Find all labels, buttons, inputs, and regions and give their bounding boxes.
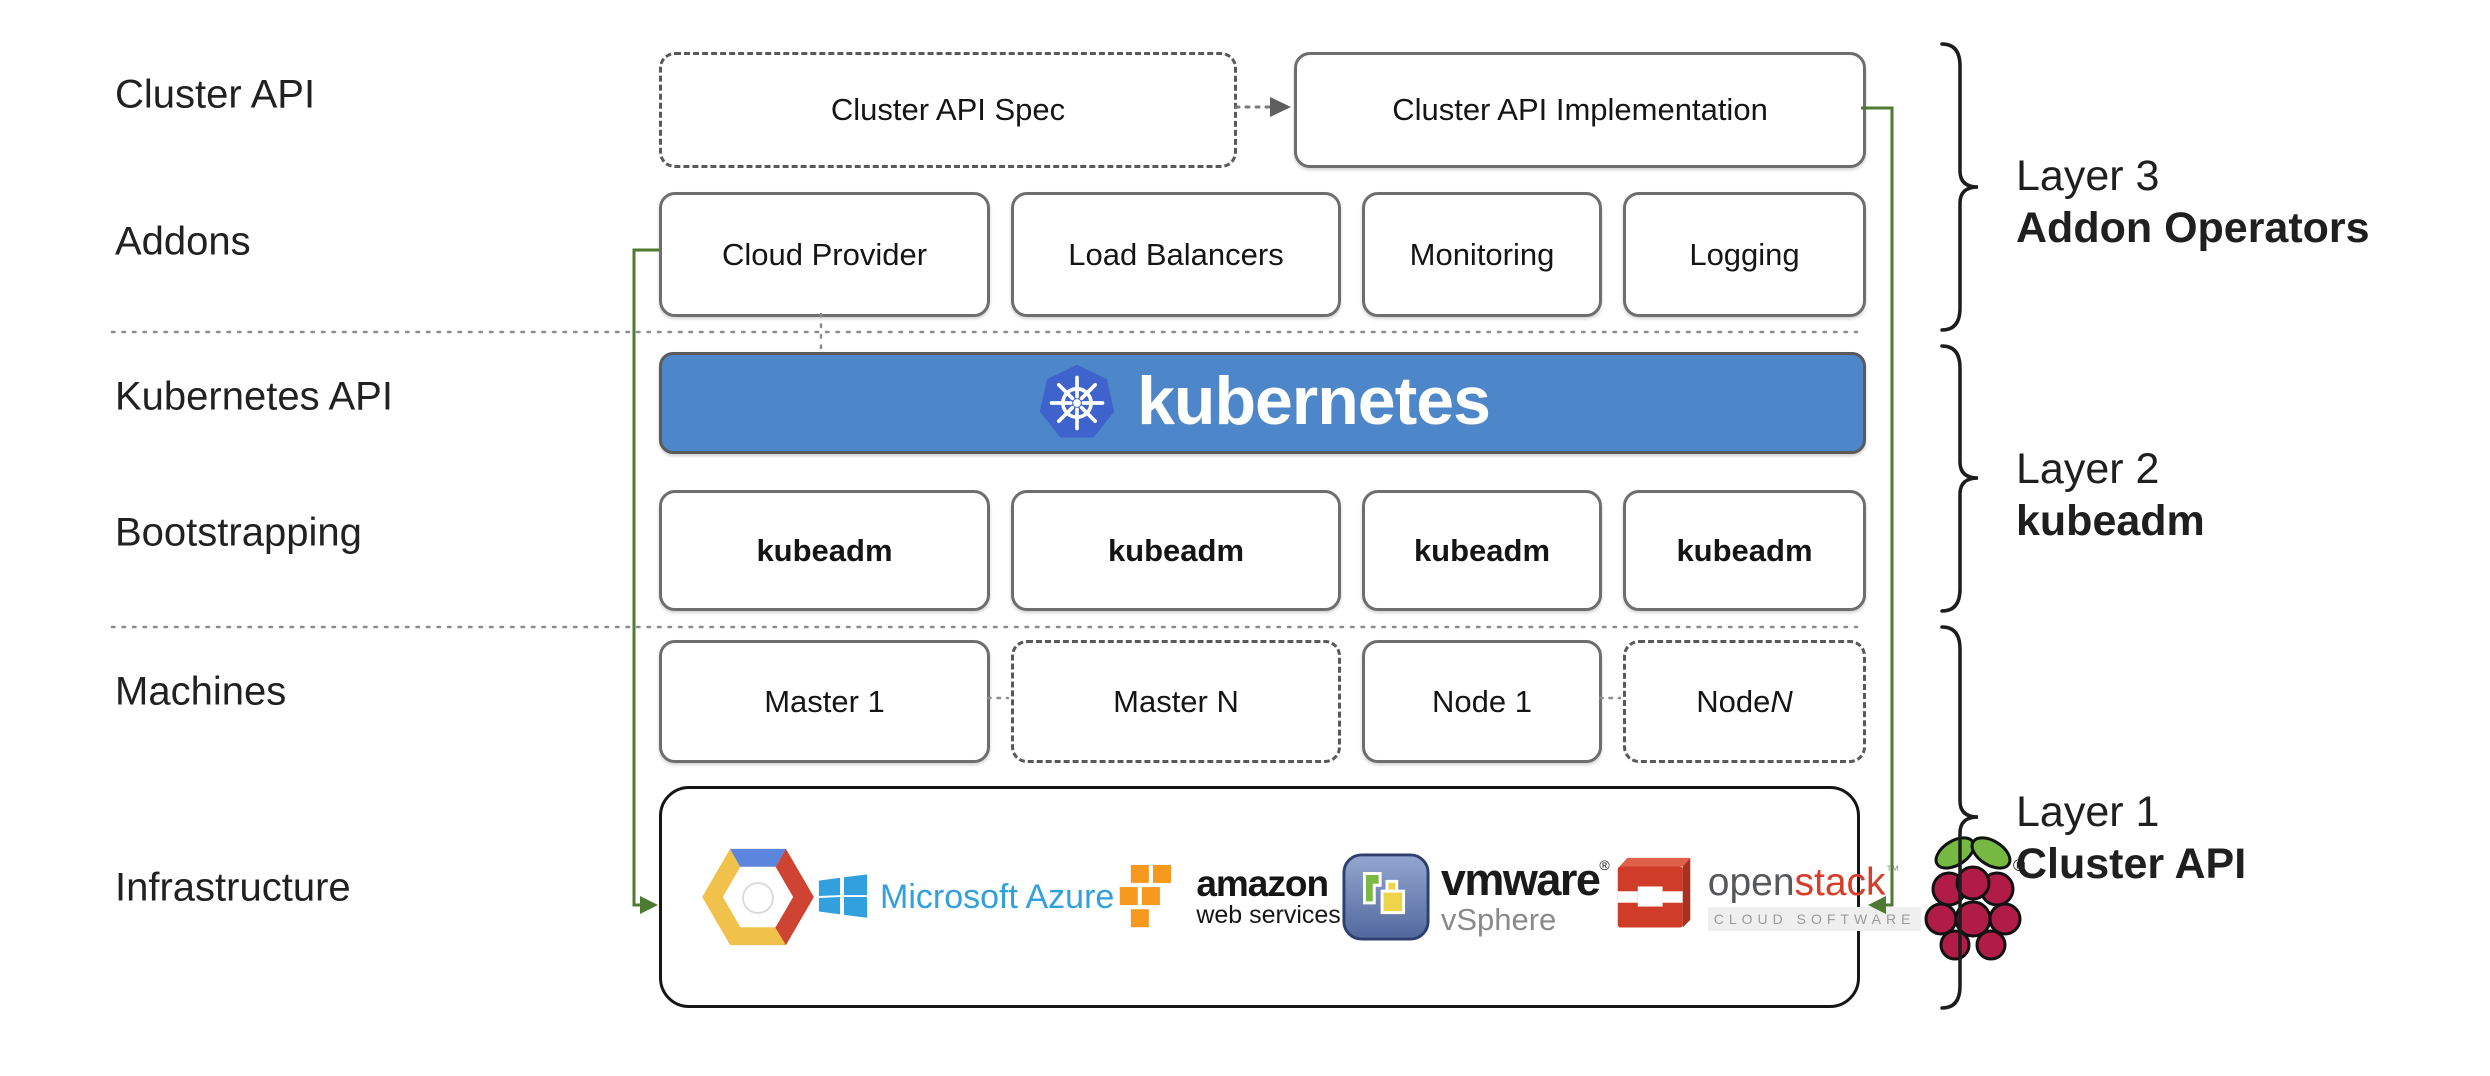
kubeadm-box-2: kubeadm <box>1011 490 1341 611</box>
kubeadm-box-3: kubeadm <box>1362 490 1602 611</box>
raspberry-pi-logo: ® <box>1921 827 2025 967</box>
layer-2-subtitle: kubeadm <box>2016 497 2205 546</box>
layer-1-label: Layer 1 Cluster API <box>2016 786 2246 891</box>
aws-subtext: web services <box>1196 900 1341 929</box>
layer-1-subtitle: Cluster API <box>2016 840 2247 889</box>
microsoft-azure-logo: Microsoft Azure <box>816 870 1114 924</box>
vmware-vsphere-logo: vmware® vSphere <box>1341 852 1610 942</box>
google-cloud-hexagon-icon <box>702 848 814 946</box>
aws-cubes-icon <box>1117 862 1174 930</box>
addon-box-cloud-provider: Cloud Provider <box>659 192 990 317</box>
layer-3-brace <box>1940 42 1979 332</box>
kubernetes-wordmark: kubernetes <box>1137 363 1491 439</box>
openstack-wordmark-stack: stack <box>1794 861 1886 904</box>
addon-box-monitoring: Monitoring <box>1362 192 1602 317</box>
machine-box-node-n: Node N <box>1623 640 1866 763</box>
aws-wordmark: amazon <box>1196 862 1329 904</box>
row-label-infrastructure: Infrastructure <box>115 865 351 910</box>
kubeadm-box-4: kubeadm <box>1623 490 1866 611</box>
row-label-bootstrapping: Bootstrapping <box>115 510 362 555</box>
machine-label: Node 1 <box>1432 683 1532 719</box>
azure-wordmark: Microsoft Azure <box>880 877 1115 916</box>
machine-label: Master 1 <box>764 683 885 719</box>
layer-3-subtitle: Addon Operators <box>2016 204 2370 253</box>
machine-label: Node <box>1696 683 1771 719</box>
cloud-provider-to-infrastructure-line <box>632 248 659 907</box>
raspberry-pi-reg-mark: ® <box>2013 856 2025 875</box>
layer-3-title: Layer 3 <box>2016 152 2160 200</box>
layer-2-title: Layer 2 <box>2016 445 2160 493</box>
kubernetes-logo-icon <box>1039 364 1115 438</box>
aws-logo: amazon web services <box>1114 860 1341 934</box>
row-label-machines: Machines <box>115 669 287 714</box>
addon-box-load-balancers: Load Balancers <box>1011 192 1341 317</box>
row-label-cluster-api: Cluster API <box>115 72 316 117</box>
machine-box-master-n: Master N <box>1011 640 1341 763</box>
machine-box-node-1: Node 1 <box>1362 640 1602 763</box>
layer-2-brace <box>1940 344 1979 613</box>
vsphere-label: vSphere <box>1440 901 1557 937</box>
azure-window-icon <box>818 874 868 918</box>
kubernetes-banner: kubernetes <box>659 352 1866 454</box>
openstack-icon <box>1617 857 1691 928</box>
machine-box-master-1: Master 1 <box>659 640 990 763</box>
openstack-logo: openstack™ CLOUD SOFTWARE <box>1610 855 1922 939</box>
layer-1-title: Layer 1 <box>2016 788 2160 836</box>
openstack-tm-mark: ™ <box>1885 862 1900 878</box>
vmware-wordmark: vmware <box>1440 853 1601 905</box>
layer-2-label: Layer 2 kubeadm <box>2016 443 2205 548</box>
google-cloud-logo <box>700 846 816 948</box>
cluster-api-spec-box: Cluster API Spec <box>659 52 1237 168</box>
openstack-wordmark-open: open <box>1707 861 1795 904</box>
green-arrowhead-left-icon <box>640 896 658 914</box>
machine-label-suffix: N <box>1770 683 1793 719</box>
vmware-reg-mark: ® <box>1599 856 1610 873</box>
machine-label: Master N <box>1113 683 1239 719</box>
raspberry-pi-icon: ® <box>1924 836 2025 961</box>
row-label-addons: Addons <box>115 219 251 264</box>
kubeadm-box-1: kubeadm <box>659 490 990 611</box>
infrastructure-box: Microsoft Azure amazon web services <box>659 786 2025 1008</box>
openstack-tagline: CLOUD SOFTWARE <box>1707 907 1922 931</box>
addon-box-logging: Logging <box>1623 192 1866 317</box>
cluster-api-implementation-box: Cluster API Implementation <box>1294 52 1866 168</box>
vmware-icon <box>1342 853 1430 941</box>
spec-to-implementation-arrowhead-icon <box>1270 97 1291 117</box>
row-label-kubernetes-api: Kubernetes API <box>115 374 393 419</box>
layer-3-label: Layer 3 Addon Operators <box>2016 150 2370 255</box>
